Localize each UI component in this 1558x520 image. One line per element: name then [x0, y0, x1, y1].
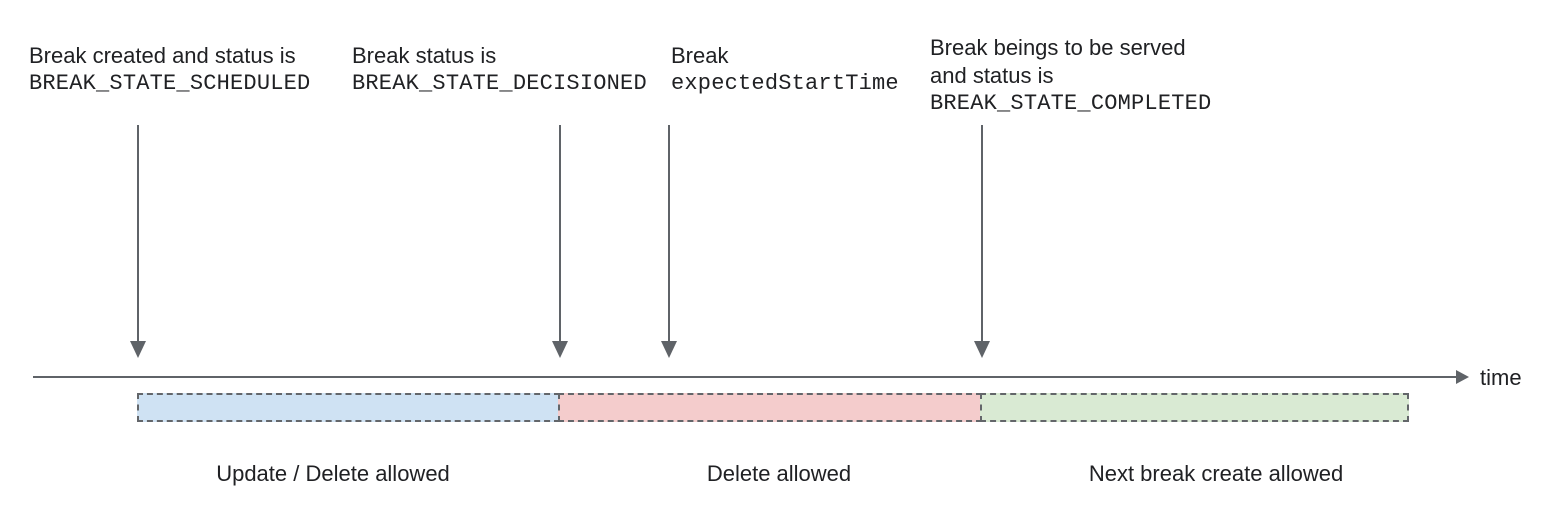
annotation-text: Break status is — [352, 43, 497, 68]
phase-segments-bar — [137, 393, 1409, 422]
annotation-code-text: BREAK_STATE_SCHEDULED — [29, 71, 311, 96]
time-axis-line — [33, 376, 1460, 378]
annotation-break-decisioned: Break status is BREAK_STATE_DECISIONED — [352, 42, 647, 98]
segment-label-delete: Delete allowed — [706, 461, 852, 486]
annotation-text: and status is — [930, 63, 1054, 88]
segment-delete-allowed — [558, 393, 982, 422]
arrow-stem — [668, 125, 670, 343]
annotation-code-text: expectedStartTime — [671, 71, 899, 96]
segment-next-break-create-allowed — [980, 393, 1409, 422]
annotation-text: Break created and status is — [29, 43, 296, 68]
arrow-stem — [559, 125, 561, 343]
annotation-code-text: BREAK_STATE_DECISIONED — [352, 71, 647, 96]
arrow-stem — [981, 125, 983, 343]
arrowhead-down-icon — [974, 341, 990, 358]
arrow-stem — [137, 125, 139, 343]
annotation-text: Break beings to be served — [930, 35, 1186, 60]
segment-label-update-delete: Update / Delete allowed — [216, 461, 450, 486]
annotation-text: Break — [671, 43, 729, 68]
segment-update-delete-allowed — [137, 393, 560, 422]
annotation-code-text: BREAK_STATE_COMPLETED — [930, 91, 1212, 116]
arrowhead-right-icon — [1456, 370, 1469, 384]
arrowhead-down-icon — [552, 341, 568, 358]
arrowhead-down-icon — [130, 341, 146, 358]
time-axis-label: time — [1480, 365, 1522, 390]
arrowhead-down-icon — [661, 341, 677, 358]
segment-label-next-break-create: Next break create allowed — [1088, 461, 1344, 486]
annotation-expected-start-time: Break expectedStartTime — [671, 42, 899, 98]
annotation-break-completed: Break beings to be served and status is … — [930, 34, 1211, 118]
annotation-break-created: Break created and status is BREAK_STATE_… — [29, 42, 310, 98]
